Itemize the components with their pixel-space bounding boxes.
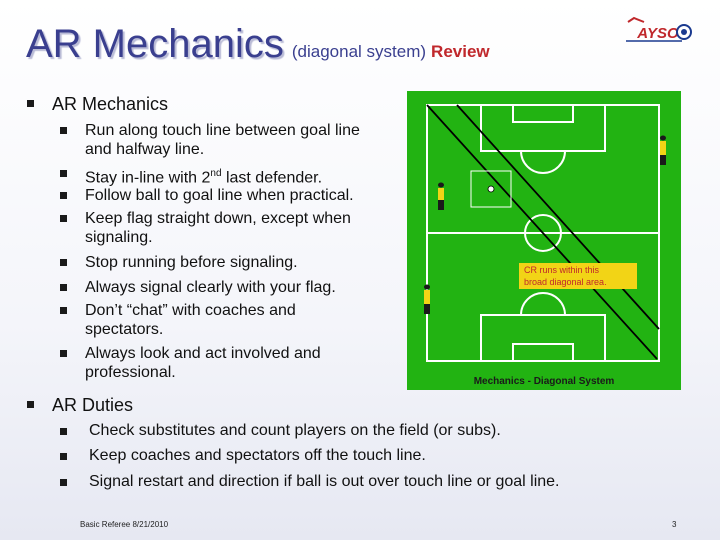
diagram-caption: Mechanics - Diagonal System <box>474 376 615 387</box>
list-bullet <box>60 350 67 357</box>
top-penalty-arc <box>520 150 566 174</box>
footer-text: Basic Referee 8/21/2010 <box>80 520 169 529</box>
ball-icon <box>487 185 495 193</box>
list-bullet <box>60 127 67 134</box>
ayso-logo: AYSO <box>626 16 692 42</box>
callout-line-1: CR runs within this <box>524 265 600 275</box>
field-background <box>407 91 681 390</box>
list-item: Check substitutes and count players on t… <box>89 422 501 439</box>
assistant-referee-icon <box>660 135 666 165</box>
referee-icon <box>438 182 444 210</box>
list-bullet <box>60 259 67 266</box>
list-item: Signal restart and direction if ball is … <box>89 473 560 490</box>
title-subtitle: (diagonal system) <box>291 42 427 61</box>
list-item: Stay in-line with 2nd last defender. <box>85 168 323 187</box>
title-review: Review <box>431 42 490 61</box>
list-item: Always signal clearly with your flag. <box>85 279 336 296</box>
list-bullet <box>60 479 67 486</box>
list-bullet <box>60 453 67 460</box>
diagonal-line <box>456 104 660 330</box>
diagonal-system-diagram: CR runs within this broad diagonal area.… <box>407 91 681 390</box>
ball-box <box>470 170 512 208</box>
list-bullet <box>60 215 67 222</box>
section-heading-ar-duties: AR Duties <box>52 395 134 415</box>
list-item: Stop running before signaling. <box>85 254 298 271</box>
title-main: AR Mechanics <box>26 22 284 66</box>
center-circle <box>524 214 562 252</box>
section-heading-ar-mechanics: AR Mechanics <box>52 94 169 114</box>
bottom-goal-area <box>512 343 574 362</box>
list-bullet <box>60 428 67 435</box>
diagonal-line <box>426 104 658 360</box>
page-number: 3 <box>672 520 677 529</box>
list-item: Follow ball to goal line when practical. <box>85 187 354 204</box>
slide-title: AR Mechanics (diagonal system)Review <box>26 22 490 67</box>
list-bullet <box>60 192 67 199</box>
callout-box <box>519 263 637 289</box>
logo-text: AYSO <box>636 25 679 42</box>
section-bullet <box>27 401 34 408</box>
assistant-referee-icon <box>424 284 430 314</box>
list-bullet <box>60 170 67 177</box>
bottom-penalty-arc <box>520 292 566 316</box>
list-bullet <box>60 307 67 314</box>
list-item: Keep coaches and spectators off the touc… <box>89 447 426 464</box>
list-bullet <box>60 284 67 291</box>
section-bullet <box>27 100 34 107</box>
top-goal-area <box>512 104 574 123</box>
callout-line-2: broad diagonal area. <box>524 277 607 287</box>
